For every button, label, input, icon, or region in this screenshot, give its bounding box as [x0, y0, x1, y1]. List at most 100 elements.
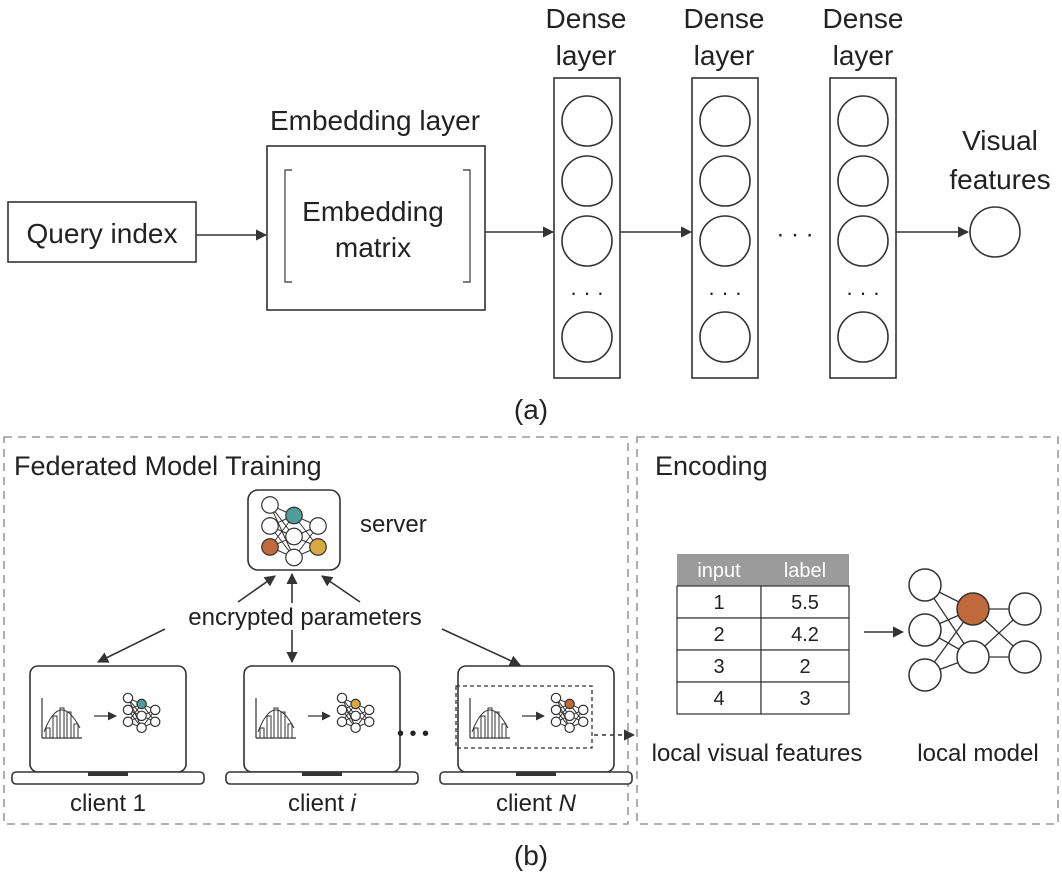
table-header-cell: input — [697, 560, 741, 582]
neuron — [561, 155, 613, 207]
neuron-ellipsis: · · · — [846, 280, 880, 305]
network-node — [309, 517, 327, 535]
caption-a: (a) — [514, 394, 548, 425]
dense-layer-1: Dense layer · · · — [546, 3, 626, 379]
client-laptop: client i — [225, 665, 419, 817]
table-cell-value: 3 — [713, 656, 724, 678]
table-cell-value: 2 — [799, 656, 810, 678]
client-label-index: i — [351, 790, 357, 817]
network-node — [956, 640, 990, 674]
network-node — [136, 710, 147, 722]
histogram-bar — [52, 715, 58, 739]
table-header — [677, 554, 849, 586]
histogram-bar — [66, 711, 72, 739]
histogram-bar — [280, 711, 286, 739]
client-label-prefix: client — [70, 790, 133, 817]
network-node — [908, 568, 942, 602]
client-label: client N — [496, 790, 577, 817]
encoding-panel — [636, 436, 1059, 825]
histogram-bar — [73, 723, 79, 739]
network-node — [336, 704, 348, 716]
network-node — [363, 704, 375, 716]
arrow-to-client-n — [441, 628, 522, 666]
arrow-to-client-1 — [96, 628, 166, 663]
network-node — [350, 710, 361, 722]
neuron — [837, 311, 889, 363]
histogram-bar — [480, 715, 486, 739]
network-node — [122, 716, 134, 728]
client-label: client i — [288, 790, 357, 817]
neuron — [837, 215, 889, 267]
server: server — [247, 489, 427, 571]
histogram-curve — [471, 709, 509, 733]
local-model-label: local model — [917, 740, 1038, 767]
network-node — [363, 716, 375, 728]
network-node — [285, 548, 303, 567]
neuron — [561, 215, 613, 267]
network-node — [149, 704, 161, 716]
network-node — [336, 716, 348, 728]
histogram-bar — [45, 727, 51, 739]
clients-ellipsis: • • • — [397, 723, 429, 745]
dense-layer-3-title-line2: layer — [833, 40, 894, 71]
histogram-bar — [494, 711, 500, 739]
network-node — [908, 613, 942, 647]
table-cell — [760, 585, 850, 619]
arrow-to-server-left — [237, 575, 276, 603]
output-neuron — [969, 206, 1021, 258]
histogram-bar — [259, 727, 265, 739]
matrix-bracket-right — [463, 169, 471, 283]
network-node — [956, 592, 990, 626]
network-node — [136, 722, 147, 734]
table-cell — [676, 649, 762, 683]
layers-ellipsis: · · · — [776, 221, 813, 248]
dense-layer-2-title-line2: layer — [694, 40, 755, 71]
caption-b: (b) — [514, 840, 548, 871]
histogram-bar — [473, 727, 479, 739]
laptop-notch — [516, 772, 556, 776]
client-label-index: N — [559, 790, 577, 817]
network-node — [564, 722, 575, 734]
table-cell-value: 3 — [799, 688, 810, 710]
neuron — [699, 155, 751, 207]
table-cell-value: 4 — [713, 688, 724, 710]
table-cell — [760, 649, 850, 683]
client-label-index: 1 — [133, 790, 146, 817]
part-a: Query index Embedding layer Embedding ma… — [7, 3, 1051, 425]
network-node — [122, 704, 134, 716]
network-node — [261, 496, 279, 514]
neuron — [561, 95, 613, 147]
network-node — [577, 704, 589, 716]
embedding-matrix-line1: Embedding — [302, 196, 444, 227]
client-laptop: client N — [439, 665, 633, 817]
histogram-bar — [501, 723, 507, 739]
network-node — [908, 658, 942, 692]
neuron-ellipsis: · · · — [708, 280, 742, 305]
network-node — [550, 716, 562, 728]
matrix-bracket-left — [284, 169, 292, 283]
network-node — [1008, 640, 1042, 674]
network-node — [149, 716, 161, 728]
network-node — [550, 704, 562, 716]
embedding-layer-box — [266, 145, 486, 311]
table-cell-value: 5.5 — [791, 592, 819, 614]
network-node — [285, 527, 303, 546]
client-laptop: client 1 — [11, 665, 205, 817]
network-node — [550, 692, 562, 704]
embedding-layer-title: Embedding layer — [270, 105, 480, 136]
table-cell — [676, 585, 762, 619]
federated-training-title: Federated Model Training — [14, 451, 322, 481]
visual-features-line2: features — [949, 164, 1050, 195]
histogram-bar — [287, 723, 293, 739]
histogram-curve — [257, 709, 295, 733]
neuron — [837, 95, 889, 147]
dense-layer-2-title-line1: Dense — [684, 3, 765, 34]
neuron — [699, 215, 751, 267]
visual-features-line1: Visual — [962, 125, 1038, 156]
network-node — [336, 692, 348, 704]
network-node — [577, 716, 589, 728]
local-visual-features-label: local visual features — [652, 740, 863, 767]
